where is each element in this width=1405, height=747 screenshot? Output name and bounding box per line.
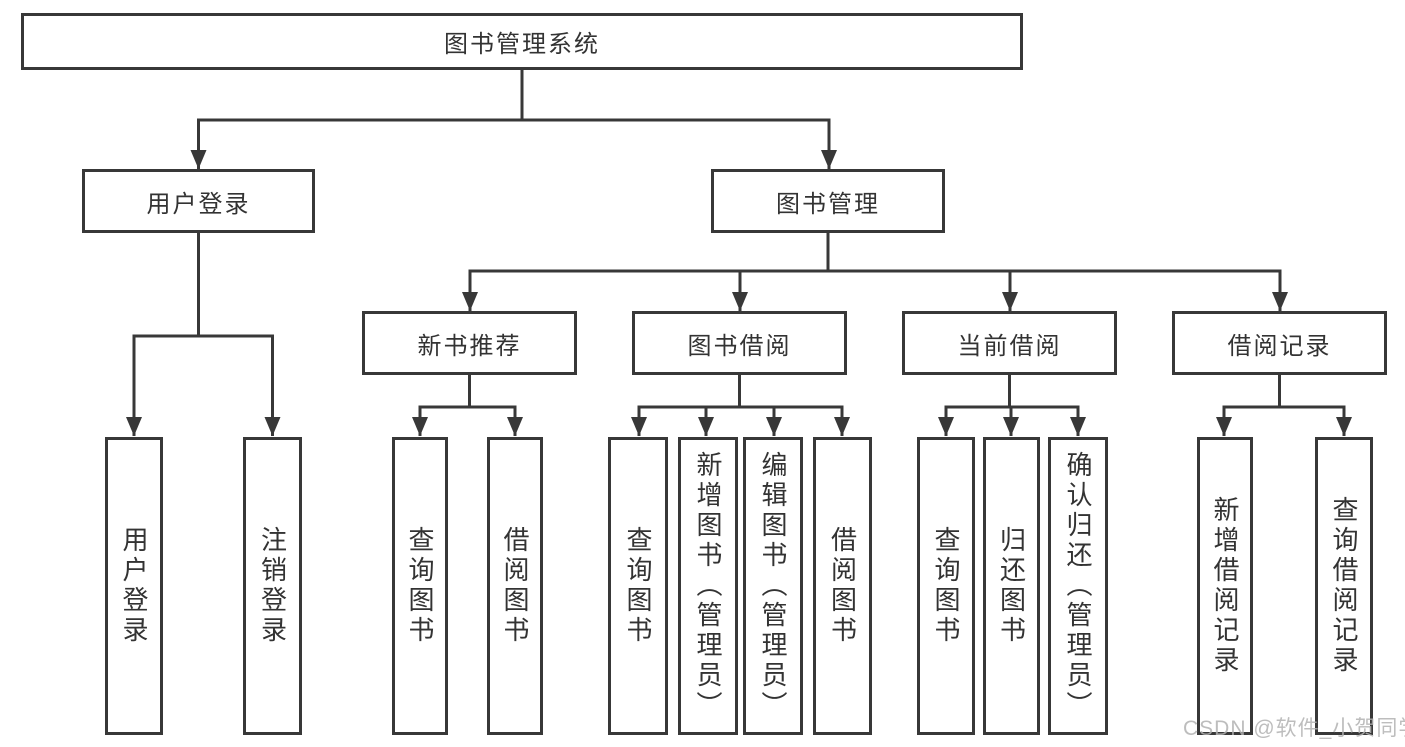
connector-line: [1222, 375, 1346, 436]
arrowhead-icon: [264, 417, 281, 436]
arrowhead-icon: [462, 292, 478, 311]
arrowhead-icon: [1272, 292, 1288, 311]
arrowhead-icon: [1002, 292, 1018, 311]
leaf-node-return-books: 归还图书: [983, 437, 1040, 735]
arrowhead-icon: [1216, 417, 1232, 436]
leaf-node-user-login: 用户登录: [105, 437, 163, 735]
arrowhead-icon: [1003, 417, 1019, 436]
arrowhead-icon: [698, 417, 714, 436]
connector-line: [132, 233, 274, 436]
connector-lines: [132, 70, 1346, 436]
node-root: 图书管理系统: [21, 13, 1023, 70]
leaf-node-add-borrow-record: 新增借阅记录: [1197, 437, 1253, 735]
arrowhead-icon: [766, 417, 782, 436]
node-current-borrow: 当前借阅: [902, 311, 1117, 375]
connector-line: [197, 70, 831, 169]
arrowhead-icon: [1336, 417, 1352, 436]
arrowhead-icon: [938, 417, 954, 436]
arrowhead-icon: [631, 417, 647, 436]
node-new-book-recommend: 新书推荐: [362, 311, 577, 375]
node-user-login: 用户登录: [82, 169, 315, 233]
leaf-node-add-books-admin: 新增图书（管理员）: [678, 437, 738, 735]
arrowhead-icon: [507, 417, 523, 436]
connector-line: [468, 233, 1282, 311]
connector-line: [637, 375, 844, 436]
node-book-management: 图书管理: [711, 169, 945, 233]
leaf-node-query-books: 查询图书: [392, 437, 448, 735]
leaf-node-edit-books-admin: 编辑图书（管理员）: [743, 437, 803, 735]
leaf-node-borrow-books: 借阅图书: [813, 437, 872, 735]
arrowhead-icon: [821, 150, 837, 169]
leaf-node-borrow-books: 借阅图书: [487, 437, 543, 735]
node-borrow-record: 借阅记录: [1172, 311, 1387, 375]
leaf-node-query-borrow-record: 查询借阅记录: [1315, 437, 1373, 735]
arrowhead-icon: [412, 417, 428, 436]
arrowhead-icon: [834, 417, 850, 436]
leaf-node-query-books: 查询图书: [608, 437, 668, 735]
arrowhead-icon: [126, 417, 142, 436]
leaf-node-logout: 注销登录: [243, 437, 302, 735]
arrowhead-icon: [1070, 417, 1086, 436]
arrowhead-icon: [190, 150, 207, 169]
connector-line: [418, 375, 517, 436]
csdn-watermark: CSDN @软件_小贺同学: [1183, 717, 1405, 740]
leaf-node-query-books: 查询图书: [917, 437, 975, 735]
arrowhead-icon: [732, 292, 748, 311]
leaf-node-confirm-return-admin: 确认归还（管理员）: [1048, 437, 1108, 735]
node-book-borrow: 图书借阅: [632, 311, 847, 375]
connector-line: [944, 375, 1080, 436]
